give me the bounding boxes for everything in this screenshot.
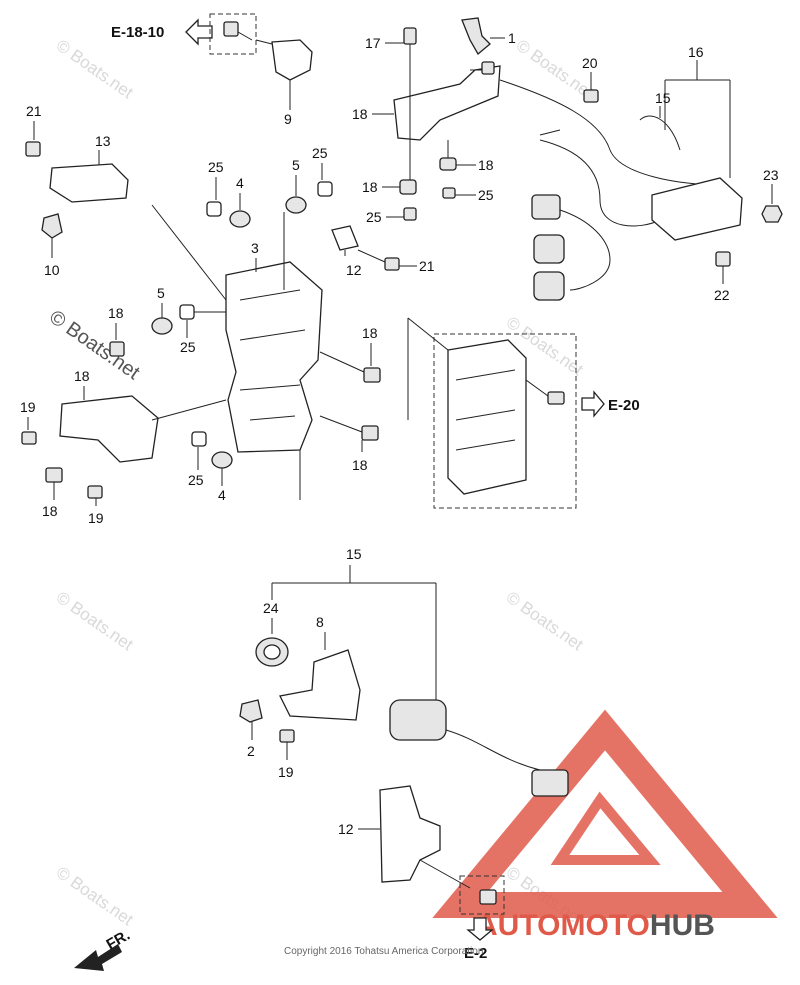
bolt-icon (403, 27, 417, 62)
bolt-icon (45, 467, 63, 483)
part-7-bracket (49, 163, 129, 203)
logo-text: AUTOMOTOHUB (476, 909, 715, 942)
arrow-right-icon (581, 390, 605, 418)
part-14-bracket (379, 785, 441, 883)
callout-25: 25 (478, 187, 494, 203)
callout-25: 25 (312, 145, 328, 161)
callout-16: 18 (352, 106, 368, 122)
callout-21: 21 (419, 258, 435, 274)
ref-e18-10: E-18-10 (111, 18, 213, 46)
callout-22: 22 (714, 287, 730, 303)
callout-20: 20 (582, 55, 598, 71)
callout-5: 5 (157, 285, 165, 301)
watermark: © Boats.net (53, 588, 137, 655)
callout-15: 18 (362, 179, 378, 195)
bolt-icon (361, 425, 379, 441)
arrow-left-icon (185, 18, 213, 46)
watermark: © Boats.net (53, 36, 137, 103)
bolt-icon (384, 257, 400, 271)
callout-9: 15 (346, 546, 362, 562)
bolt-icon (583, 89, 599, 103)
callout-7: 13 (95, 133, 111, 149)
part-17-bracket (59, 395, 159, 463)
wire-harness-13 (499, 79, 743, 301)
part-2-clip (239, 699, 263, 723)
callout-25: 25 (208, 159, 224, 175)
grommet-icon (151, 196, 307, 469)
collar-icon (179, 181, 333, 447)
fuse-box (447, 339, 527, 495)
ref-e20-label: E-20 (608, 397, 640, 414)
bolt-icon (363, 367, 381, 383)
watermark-large: © Boats.net (45, 306, 144, 384)
callout-13: 16 (688, 44, 704, 60)
callout-15: 18 (478, 157, 494, 173)
starter-solenoid (389, 699, 569, 797)
callout-4: 4 (218, 487, 226, 503)
callout-12: 10 (44, 262, 60, 278)
watermark: © Boats.net (53, 863, 137, 930)
callout-18: 18 (352, 457, 368, 473)
bolt-icon (547, 391, 565, 405)
callout-24: 24 (263, 600, 279, 616)
callout-19: 19 (88, 510, 104, 526)
callout-19: 19 (20, 399, 36, 415)
bolt-icon (21, 431, 37, 445)
callout-4: 4 (236, 175, 244, 191)
callout-1: 1 (508, 30, 516, 46)
callout-18: 18 (42, 503, 58, 519)
ref-e18-10-label: E-18-10 (111, 24, 164, 41)
part-11-bracket (271, 39, 313, 81)
arrow-down-icon (466, 917, 494, 941)
callout-17: 18 (74, 368, 90, 384)
callout-11: 9 (284, 111, 292, 127)
callout-6: 12 (346, 262, 362, 278)
nut-icon (761, 205, 783, 223)
callout-19: 19 (278, 764, 294, 780)
callout-21: 21 (26, 103, 42, 119)
callout-18: 18 (362, 325, 378, 341)
grommet-icon (399, 157, 457, 221)
callout-25: 25 (366, 209, 382, 225)
front-label: FR. (104, 927, 133, 954)
callout-3: 3 (251, 240, 259, 256)
bolt-icon (715, 251, 731, 267)
callout-2: 2 (247, 743, 255, 759)
part-6-clamp (331, 225, 359, 251)
watermark: © Boats.net (503, 588, 587, 655)
part-12-clip (41, 213, 63, 239)
dashed-box (433, 333, 577, 509)
logo-inner-triangle-icon (550, 791, 661, 865)
part-8-clip (639, 115, 681, 151)
automotohub-logo: AUTOMOTOHUB (432, 709, 778, 942)
callout-25: 25 (180, 339, 196, 355)
bolt-icon (87, 485, 103, 499)
bolt-icon (25, 141, 41, 157)
ref-e2-label: E-2 (464, 945, 487, 962)
logo-triangle-icon (432, 709, 778, 918)
bolt-icon (109, 341, 125, 357)
callout-8: 15 (655, 90, 671, 106)
dashed-box (459, 875, 505, 915)
callout-25: 25 (188, 472, 204, 488)
callout-5: 5 (292, 157, 300, 173)
part-16-bracket (393, 65, 501, 141)
part-10-bracket (279, 649, 361, 721)
dashed-box (209, 13, 257, 55)
part-3-main-bracket (225, 261, 323, 453)
bolt-icon (279, 729, 295, 743)
bolt-icon (223, 21, 253, 41)
callout-18: 17 (365, 35, 381, 51)
bolt-icon (479, 889, 497, 905)
copyright-text: Copyright 2016 Tohatsu America Corporati… (284, 946, 483, 957)
front-direction-arrow: FR. (74, 927, 133, 971)
part-1-clip (461, 17, 491, 55)
callout-23: 23 (763, 167, 779, 183)
callout-14: 12 (338, 821, 354, 837)
arrow-front-icon (74, 944, 122, 971)
callout-18: 18 (108, 305, 124, 321)
callout-10: 8 (316, 614, 324, 630)
bolt-icon (481, 61, 495, 75)
